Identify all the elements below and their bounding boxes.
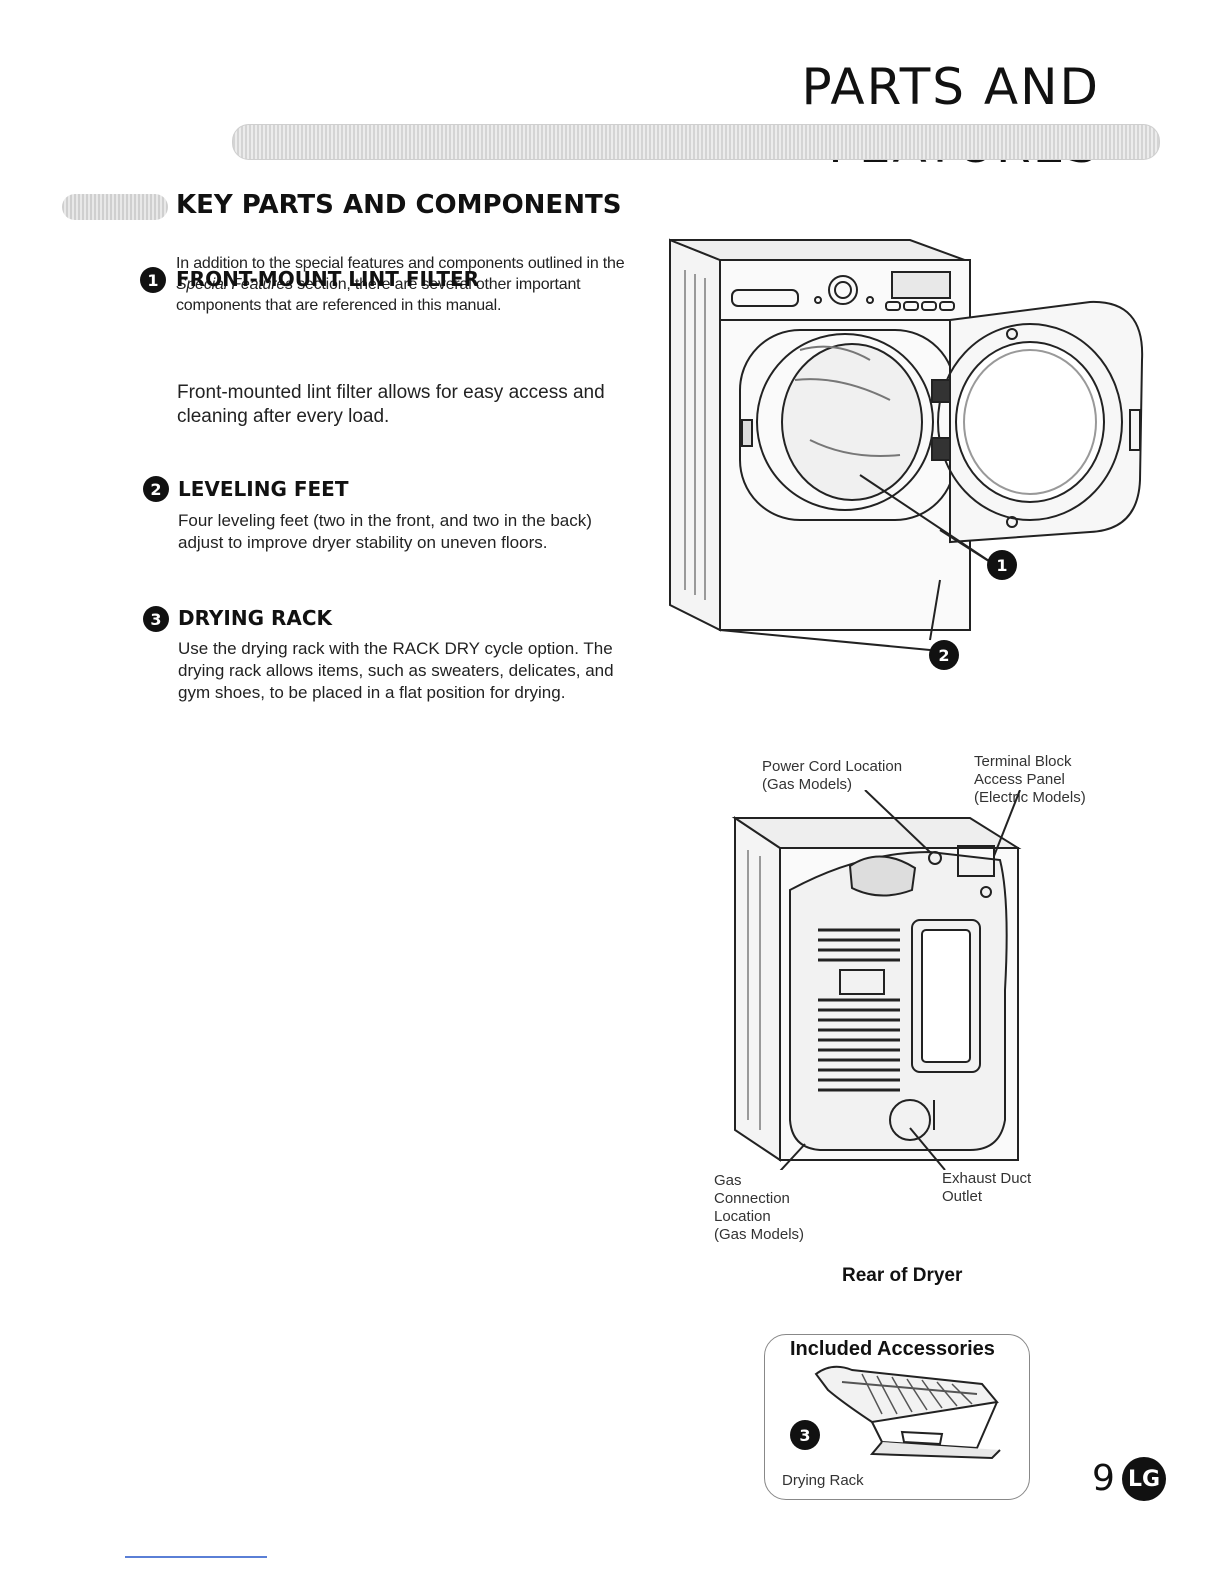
section-pill	[62, 194, 168, 220]
section-heading: KEY PARTS AND COMPONENTS	[176, 190, 622, 220]
label-exhaust-duct: Exhaust Duct Outlet	[942, 1170, 1032, 1205]
feature-title-lint-filter: FRONT-MOUNT LINT FILTER	[176, 267, 480, 291]
lg-logo-icon: LG	[1122, 1457, 1166, 1501]
accessory-badge-3: 3	[790, 1420, 820, 1450]
feature-desc-drying-rack: Use the drying rack with the RACK DRY cy…	[178, 639, 614, 702]
intro-paragraph: In addition to the special features and …	[176, 253, 626, 316]
header-bar	[232, 124, 1160, 160]
label-power-cord: Power Cord Location (Gas Models)	[762, 758, 903, 793]
feature-badge-3: 3	[143, 606, 169, 632]
feature-title-drying-rack: DRYING RACK	[178, 606, 333, 630]
rear-dryer-illustration	[731, 790, 1022, 1170]
page-number: 9	[1092, 1458, 1115, 1499]
feature-desc-lint-filter: Front-mounted lint filter allows for eas…	[177, 382, 605, 427]
drying-rack-illustration	[814, 1365, 1001, 1460]
feature-desc-leveling-feet: Four leveling feet (two in the front, an…	[178, 511, 592, 552]
label-gas-connection: Gas Connection Location (Gas Models)	[714, 1172, 805, 1243]
feature-title-leveling-feet: LEVELING FEET	[178, 477, 349, 501]
intro-text-end: section, there are several other importa…	[176, 276, 581, 314]
rear-caption: Rear of Dryer	[842, 1265, 963, 1286]
intro-text-start: In addition to the special features and …	[176, 255, 625, 272]
accessory-label-drying-rack: Drying Rack	[782, 1472, 864, 1489]
front-callout-1: 1	[987, 550, 1017, 580]
feature-badge-2: 2	[143, 476, 169, 502]
intro-emphasis: Special Features	[176, 276, 293, 293]
feature-badge-1: 1	[140, 267, 166, 293]
footer-link-underline	[125, 1556, 267, 1558]
front-callout-2: 2	[929, 640, 959, 670]
front-dryer-illustration	[669, 238, 1144, 651]
accessories-title: Included Accessories	[790, 1338, 995, 1360]
